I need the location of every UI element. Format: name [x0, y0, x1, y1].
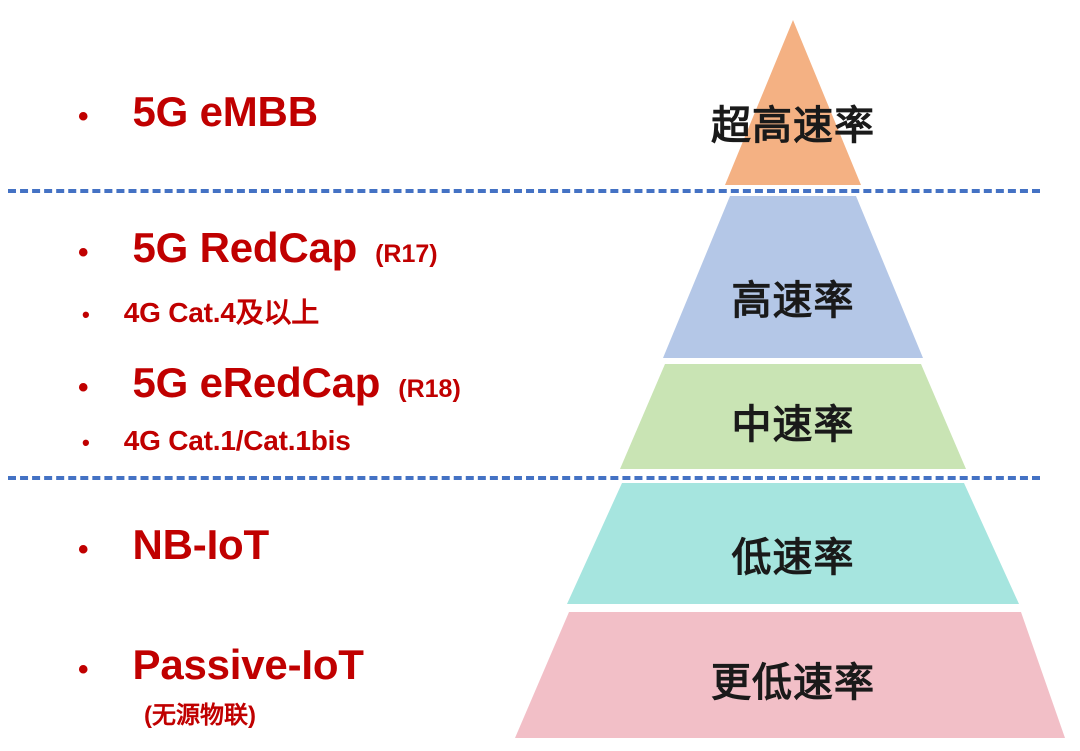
list-item-label: NB-IoT — [132, 521, 270, 568]
tier-label-lowest: 更低速率 — [711, 660, 875, 706]
release-tag: (R18) — [398, 375, 461, 403]
list-item-passive-iot: • Passive-IoT — [78, 641, 364, 689]
pyramid-tier-low — [567, 483, 1019, 604]
list-item-label: 5G eMBB — [132, 88, 319, 135]
pyramid-tier-lowest — [515, 612, 1065, 738]
tier-label-high: 高速率 — [731, 278, 855, 324]
pyramid-tier-high — [663, 196, 923, 358]
pyramid-tier-medium — [620, 364, 966, 469]
bullet-marker-icon: • — [78, 100, 89, 133]
list-item-label: 5G RedCap — [132, 224, 358, 271]
bullet-marker-icon: • — [82, 430, 90, 455]
list-item-5g-redcap: • 5G RedCap (R17) — [78, 224, 438, 272]
tier-label-medium: 中速率 — [731, 402, 855, 448]
tier-label-ultra-high: 超高速率 — [711, 103, 875, 149]
pyramid-tier-ultra-high — [725, 20, 861, 185]
list-item-4g-cat4: • 4G Cat.4及以上 — [82, 291, 319, 331]
upper-divider-line — [8, 189, 1040, 193]
list-item-nb-iot: • NB-IoT — [78, 521, 269, 569]
list-item-passive-iot-note: (无源物联) — [144, 702, 256, 729]
bullet-marker-icon: • — [78, 371, 89, 404]
list-item-label: 4G Cat.1/Cat.1bis — [123, 425, 351, 456]
lower-divider-line — [8, 476, 1040, 480]
list-item-5g-eredcap: • 5G eRedCap (R18) — [78, 359, 461, 407]
list-item-label: Passive-IoT — [132, 641, 364, 688]
tier-label-low: 低速率 — [731, 535, 855, 581]
list-item-label: 4G Cat.4及以上 — [123, 297, 320, 328]
list-item-5g-embb: • 5G eMBB — [78, 88, 318, 136]
technology-bullet-list: • 5G eMBB • 5G RedCap (R17) • 4G Cat.4及以… — [78, 88, 461, 729]
bullet-marker-icon: • — [78, 236, 89, 269]
bullet-marker-icon: • — [78, 653, 89, 686]
list-item-4g-cat1: • 4G Cat.1/Cat.1bis — [82, 425, 351, 457]
list-item-label: 5G eRedCap — [132, 359, 381, 406]
bullet-marker-icon: • — [78, 533, 89, 566]
release-tag: (R17) — [375, 240, 438, 268]
bullet-marker-icon: • — [82, 302, 90, 327]
